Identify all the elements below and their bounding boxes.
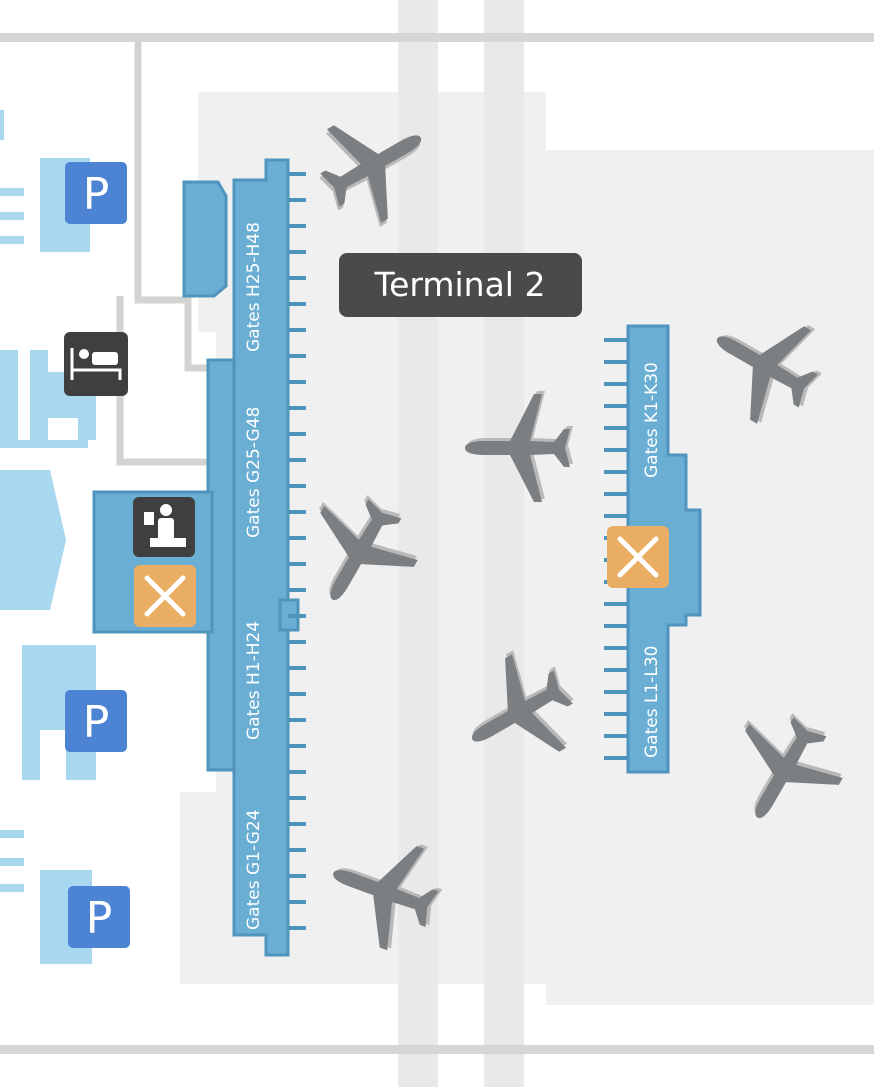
gate-stub — [288, 432, 306, 436]
gate-stub — [288, 536, 306, 540]
gate-stub — [288, 614, 306, 618]
gate-stub — [604, 602, 628, 606]
gate-stub — [288, 588, 306, 592]
gate-stub — [288, 874, 306, 878]
gate-stub — [288, 848, 306, 852]
gate-stub — [604, 756, 628, 760]
gate-stub — [288, 796, 306, 800]
gate-stub — [604, 690, 628, 694]
gate-stub — [288, 484, 306, 488]
parking-icon[interactable]: P — [65, 162, 127, 224]
gate-stub — [604, 734, 628, 738]
gate-stub — [288, 640, 306, 644]
gate-stub — [288, 328, 306, 332]
gate-stub — [288, 900, 306, 904]
parking-label: P — [86, 893, 113, 944]
landside-buildings — [0, 110, 96, 964]
gate-stub — [288, 744, 306, 748]
gate-stub — [288, 354, 306, 358]
passport-control-icon[interactable] — [133, 497, 195, 557]
gate-stub — [288, 926, 306, 930]
gate-stub — [604, 360, 628, 364]
terminal-label: Terminal 2 — [339, 253, 582, 317]
gate-stub — [604, 426, 628, 430]
gate-stub — [288, 718, 306, 722]
gate-label-h25-h48: Gates H25-H48 — [244, 222, 264, 352]
gate-stub — [288, 276, 306, 280]
restaurant-icon[interactable] — [607, 526, 669, 588]
gate-label-k1-k30: Gates K1-K30 — [642, 362, 662, 478]
gate-stub — [288, 380, 306, 384]
gate-stub — [288, 770, 306, 774]
gate-label-l1-l30: Gates L1-L30 — [642, 645, 662, 758]
gate-stub — [288, 250, 306, 254]
gate-stub — [288, 198, 306, 202]
gate-stub — [604, 470, 628, 474]
gate-stub — [288, 666, 306, 670]
gate-stub — [604, 492, 628, 496]
gate-stub — [604, 646, 628, 650]
gate-stub — [604, 338, 628, 342]
main-road — [0, 33, 874, 1054]
parking-label: P — [83, 697, 110, 748]
gate-stub — [288, 692, 306, 696]
gate-label-g25-g48: Gates G25-G48 — [244, 407, 264, 538]
restaurant-icon[interactable] — [134, 565, 196, 627]
gate-stub — [288, 406, 306, 410]
pier-annex — [182, 180, 228, 298]
gate-label-h1-h24: Gates H1-H24 — [244, 621, 264, 740]
gate-stub — [288, 458, 306, 462]
gate-stub — [288, 822, 306, 826]
gate-stub — [288, 562, 306, 566]
gate-stub — [604, 382, 628, 386]
terminal-name: Terminal 2 — [374, 265, 546, 304]
parking-icon[interactable]: P — [65, 690, 127, 752]
gate-stub — [288, 302, 306, 306]
gate-stub — [288, 510, 306, 514]
gate-stub — [604, 514, 628, 518]
gate-stub — [604, 624, 628, 628]
gate-stub — [604, 448, 628, 452]
gate-stub — [604, 404, 628, 408]
gate-stub — [604, 668, 628, 672]
parking-label: P — [83, 169, 110, 220]
gate-label-g1-g24: Gates G1-G24 — [244, 809, 264, 930]
parking-icon[interactable]: P — [68, 886, 130, 948]
gate-stub — [288, 224, 306, 228]
hotel-bed-icon[interactable] — [64, 332, 128, 396]
gate-stub — [604, 712, 628, 716]
gate-stub — [288, 172, 306, 176]
